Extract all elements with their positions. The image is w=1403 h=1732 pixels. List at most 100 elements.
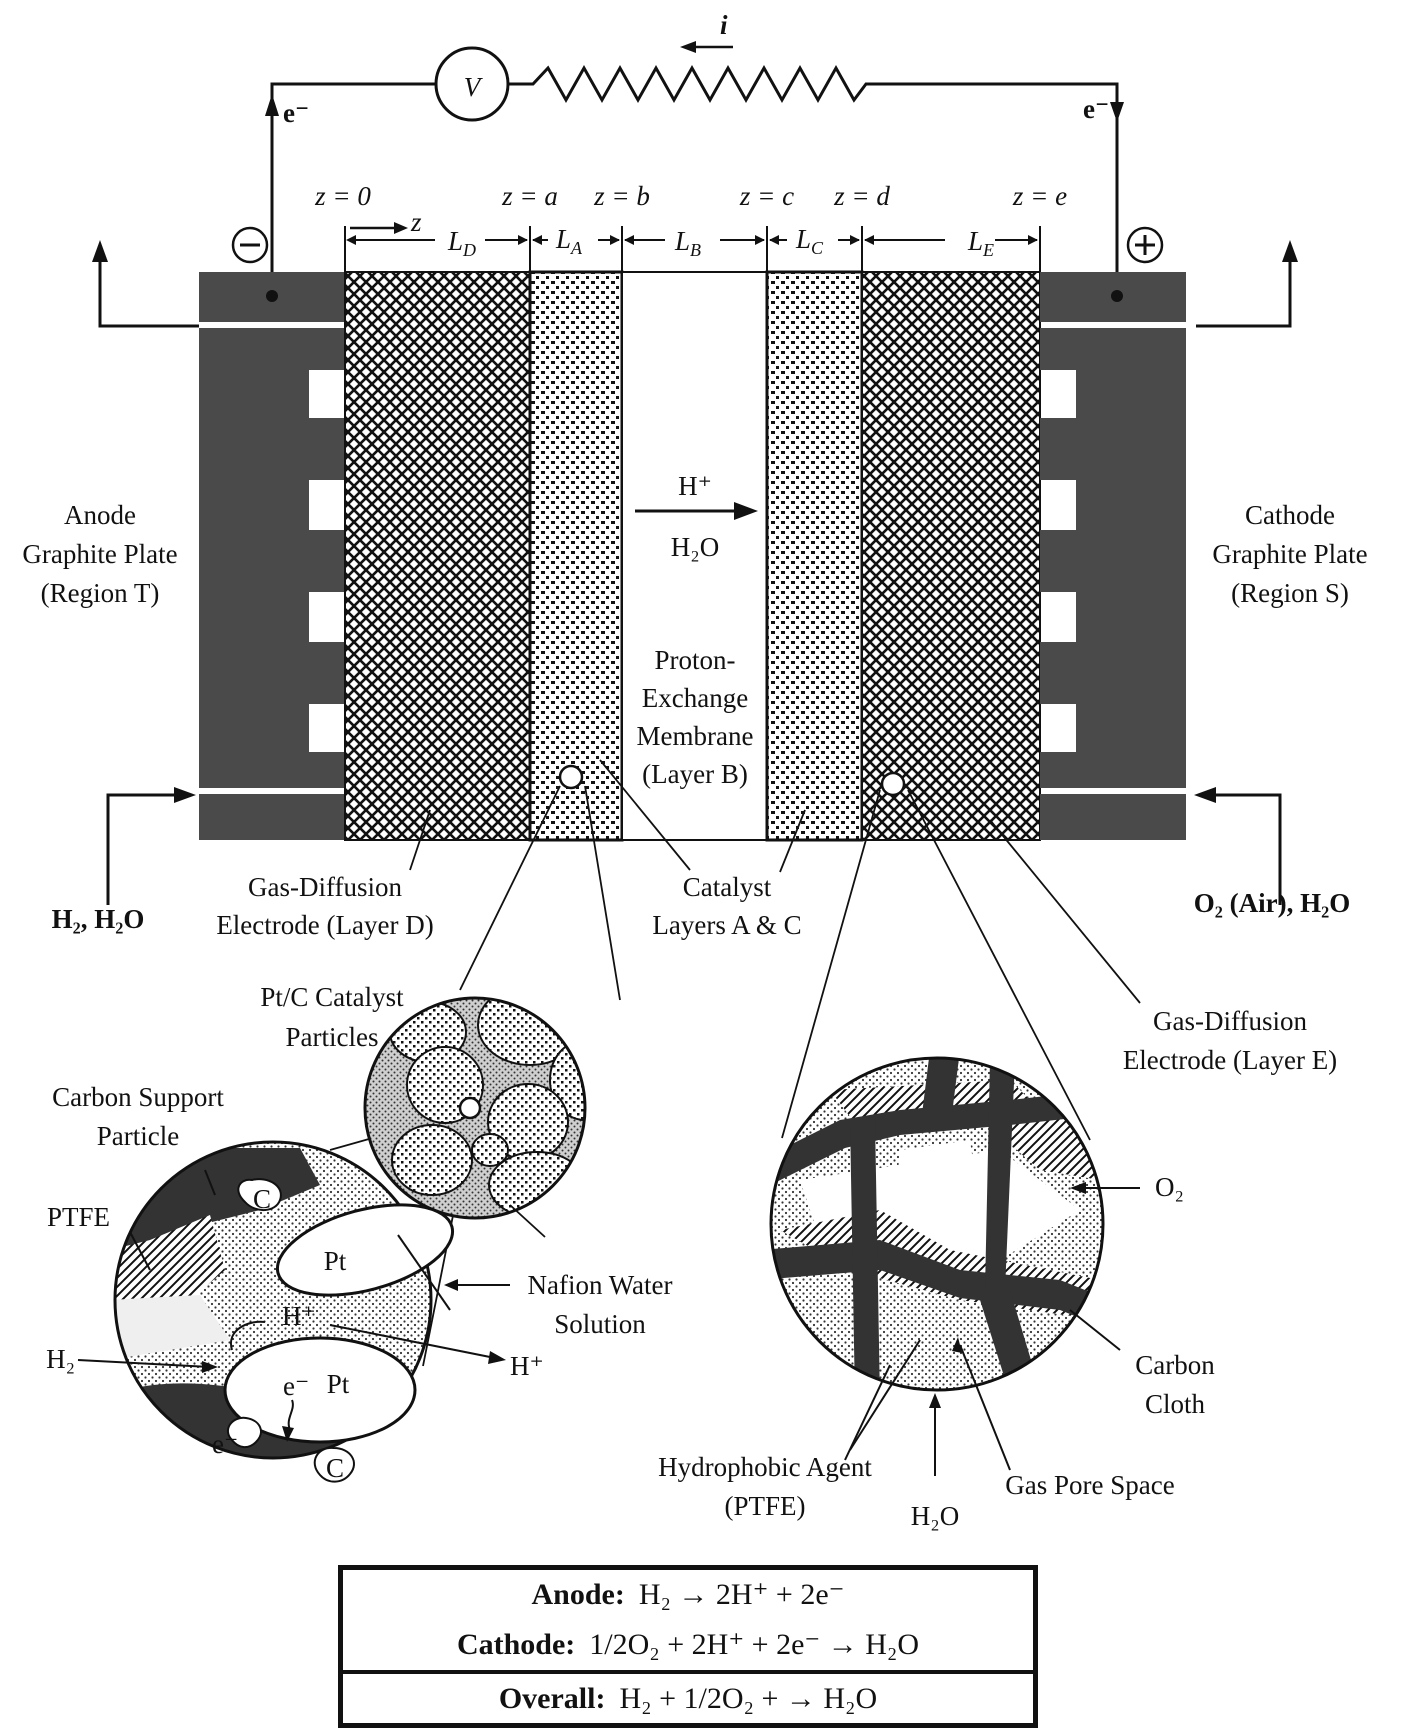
carbon-cloth-caption: Carbon Cloth [1135,1350,1215,1419]
svg-text:Graphite Plate: Graphite Plate [22,539,177,569]
svg-text:Anode: Anode [64,500,136,530]
e-inner-label: e⁻ [283,1371,309,1401]
overall-reaction: Overall:H₂ + 1/2O₂ + → H₂O [343,1670,1033,1724]
svg-text:Cathode: Cathode [1245,500,1335,530]
reaction-equations: Anode: H₂ → 2H⁺ + 2e⁻ Cathode: 1/2O₂ + 2H⁺… [338,1565,1038,1728]
c-top-label: C [253,1184,271,1214]
svg-text:(Layer B): (Layer B) [642,759,748,789]
hydrophobic-caption: Hydrophobic Agent (PTFE) [658,1452,872,1521]
svg-text:Proton-: Proton- [655,645,736,675]
gas-pore-label: Gas Pore Space [1005,1470,1174,1500]
catalyst-layer-c [765,270,864,842]
ptc-caption: Pt/C Catalyst Particles [260,982,404,1052]
la-label: LA [555,224,583,258]
cathode-exhaust-arrow [1282,240,1298,262]
left-zoom-arrows [77,1169,510,1431]
svg-text:Carbon Support: Carbon Support [52,1082,224,1112]
svg-text:Hydrophobic Agent: Hydrophobic Agent [658,1452,872,1482]
anode-graphite-plate [199,272,345,840]
electron-arrow-left [265,94,279,116]
zc-label: z = c [739,181,794,211]
lb-label: LB [674,226,701,260]
anode-reaction-label: Anode: [531,1578,625,1611]
overall-reaction-text: H₂ + 1/2O₂ + → H₂O [619,1682,878,1715]
oxygen-inlet-label: O₂ (Air), H₂O [1194,888,1350,918]
gde-e-caption: Gas-Diffusion Electrode (Layer E) [1123,1006,1337,1075]
hydrogen-inlet-arrow [174,787,196,803]
cathode-reaction-label: Cathode: [456,1628,576,1661]
svg-text:Graphite Plate: Graphite Plate [1212,539,1367,569]
cathode-reaction: Cathode: 1/2O₂ + 2H⁺ + 2e⁻ → H₂O [343,1620,1033,1670]
pt-top-label: Pt [324,1246,347,1276]
svg-text:Layers A & C: Layers A & C [652,910,801,940]
catalyst-layer-a [528,270,624,842]
svg-text:Electrode (Layer E): Electrode (Layer E) [1123,1045,1337,1075]
e-lower-label: e⁻ [212,1429,238,1459]
pt-bottom-label: Pt [327,1369,350,1399]
gas-diffusion-layer-e [861,271,1041,841]
carbon-support-caption: Carbon Support Particle [52,1082,224,1151]
voltmeter-label: V [464,72,484,102]
current-label: i [720,10,728,40]
h-plus-inner-label: H⁺ [282,1301,316,1331]
ptfe-label: PTFE [47,1202,110,1232]
c-bottom-label: C [326,1453,344,1483]
anode-reaction: Anode: H₂ → 2H⁺ + 2e⁻ [343,1570,1033,1620]
membrane-layer-b [621,271,768,841]
o2-small-label: O₂ [1155,1172,1184,1202]
membrane-caption: Proton- Exchange Membrane (Layer B) [637,645,754,789]
anode-plate-caption: Anode Graphite Plate (Region T) [22,500,177,608]
h-plus-out-label: H⁺ [510,1351,544,1381]
svg-text:(PTFE): (PTFE) [725,1491,806,1521]
svg-text:(Region T): (Region T) [41,578,160,608]
svg-text:Carbon: Carbon [1135,1350,1215,1380]
external-circuit: V e⁻ e⁻ i [231,10,1164,307]
za-label: z = a [501,181,558,211]
z0-label: z = 0 [314,181,371,211]
anode-exhaust-arrow [92,240,108,262]
z-axis-label: z [410,207,422,237]
hydrogen-inlet-label: H₂, H₂O [52,904,145,934]
h2-small-label: H₂ [46,1344,75,1374]
carbon-support-zoom [113,1140,455,1483]
h2o-small-label: H₂O [911,1501,959,1531]
proton-label: H⁺ [678,471,712,501]
svg-text:Membrane: Membrane [637,721,754,751]
electron-left-label: e⁻ [283,98,309,128]
lc-label: LC [795,224,824,258]
resistor [508,64,1119,307]
oxygen-inlet-arrow [1194,787,1216,803]
carbon-cloth-zoom [769,1056,1105,1392]
right-zoom-arrows [844,1187,1140,1476]
gas-diffusion-layer-d [344,271,531,841]
gde-d-caption: Gas-Diffusion Electrode (Layer D) [216,872,433,940]
water-label: H₂O [671,532,719,562]
svg-text:Solution: Solution [554,1309,646,1339]
svg-text:Catalyst: Catalyst [683,872,772,902]
flow-arrows [98,258,1292,905]
ld-label: LD [447,226,476,260]
svg-text:Particles: Particles [286,1022,379,1052]
proton-flow-arrow [734,502,758,520]
anode-reaction-text: H₂ → 2H⁺ + 2e⁻ [638,1578,845,1611]
svg-text:Pt/C Catalyst: Pt/C Catalyst [260,982,404,1012]
zd-label: z = d [833,181,890,211]
cathode-graphite-plate [1040,272,1186,840]
ze-label: z = e [1012,181,1067,211]
svg-text:Particle: Particle [97,1121,179,1151]
svg-text:(Region S): (Region S) [1231,578,1349,608]
cathode-plate-caption: Cathode Graphite Plate (Region S) [1212,500,1367,608]
svg-text:Gas-Diffusion: Gas-Diffusion [248,872,402,902]
catalyst-particle-zoom [363,996,587,1220]
nafion-caption: Nafion Water Solution [527,1270,672,1339]
voltmeter [434,46,510,122]
zb-label: z = b [593,181,650,211]
gde-zoom-point [880,771,906,797]
cathode-reaction-text: 1/2O₂ + 2H⁺ + 2e⁻ → H₂O [589,1628,920,1661]
svg-text:Exchange: Exchange [642,683,748,713]
catalyst-zoom-point [558,764,584,790]
svg-text:Cloth: Cloth [1145,1389,1206,1419]
position-scale: z = 0 z = a z = b z = c z = d z = e z [314,181,1067,276]
svg-text:Electrode (Layer D): Electrode (Layer D) [216,910,433,940]
